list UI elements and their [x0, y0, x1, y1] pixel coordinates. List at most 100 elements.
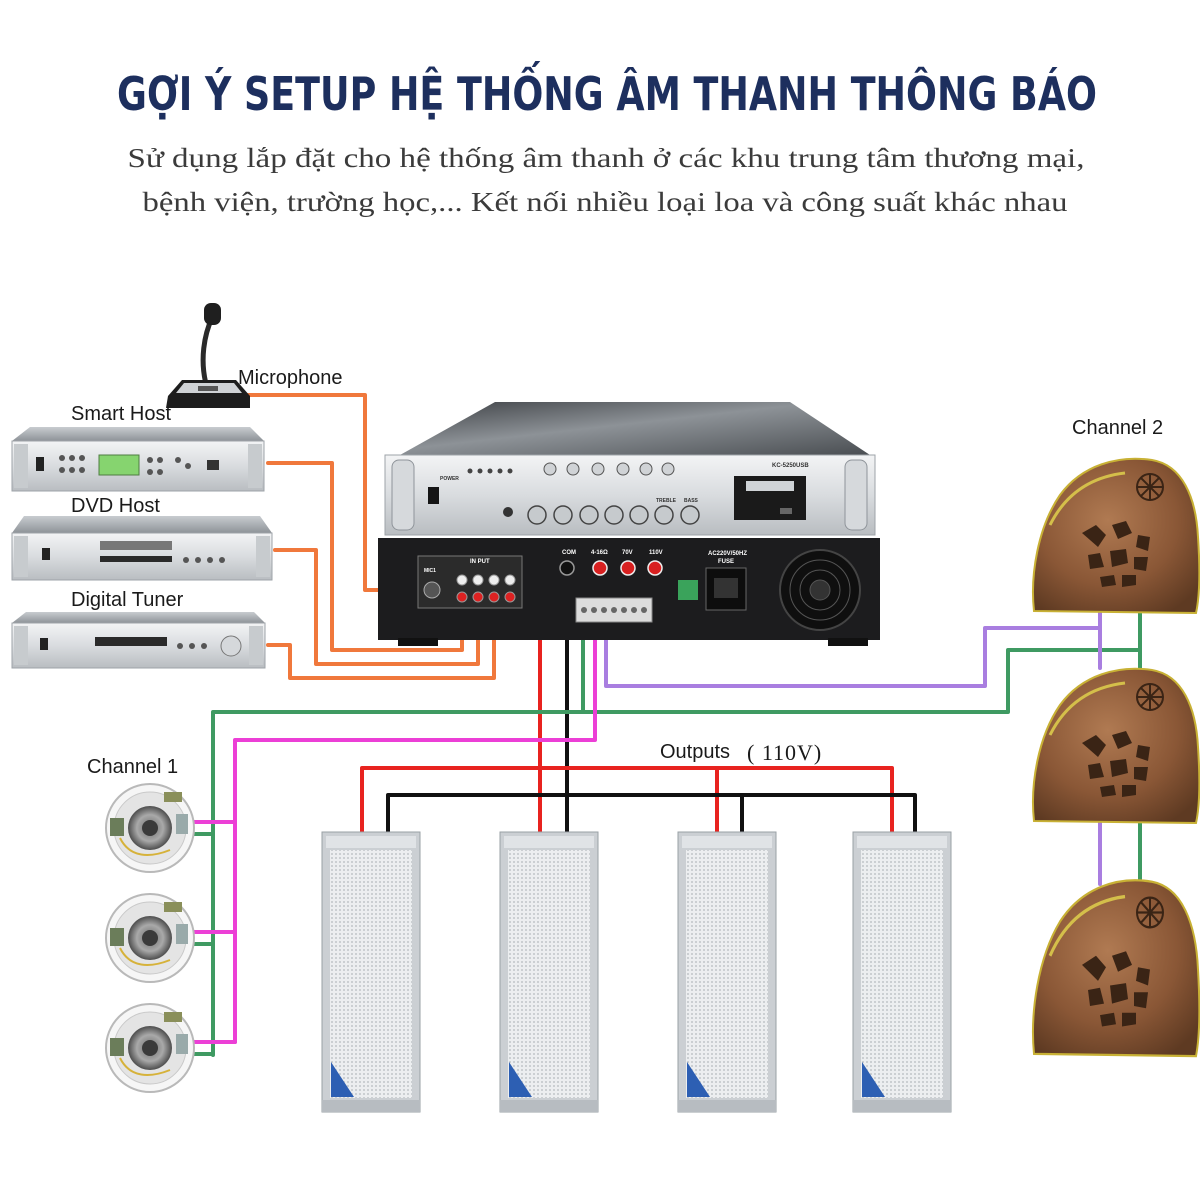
- screw: [611, 607, 617, 613]
- button: [219, 557, 225, 563]
- grill-hole: [1088, 763, 1104, 779]
- internal-wiring: [119, 1057, 171, 1076]
- knob: [629, 505, 649, 525]
- usb-slot: [780, 508, 792, 514]
- wire-dvd-host-input: [273, 548, 480, 666]
- usb-port: [207, 460, 219, 470]
- grill-hole: [1082, 955, 1106, 981]
- usb-player-display: [746, 481, 794, 491]
- led: [467, 468, 473, 474]
- model-label: KC-5250USB: [772, 463, 809, 469]
- rack-ear-left: [14, 444, 28, 488]
- transformer: [110, 818, 124, 836]
- grill-hole: [1100, 575, 1116, 587]
- label-microphone: Microphone: [238, 367, 343, 389]
- column-speaker: [852, 831, 952, 1113]
- wire-outputs-negative-bus: [386, 793, 917, 840]
- cooling-fan-icon: [779, 549, 861, 631]
- input-label: IN PUT: [470, 559, 490, 565]
- terminal-label-110v: 110V: [649, 550, 663, 556]
- smart-host-device: [11, 427, 265, 492]
- button: [59, 467, 65, 473]
- knob: [639, 462, 653, 476]
- rock-grill: [1082, 521, 1150, 587]
- grill-hole: [1110, 759, 1128, 777]
- transformer: [110, 928, 124, 946]
- power-switch: [36, 457, 44, 471]
- rca-red: [472, 591, 484, 603]
- handle-right: [844, 459, 868, 531]
- tuning-knob: [220, 635, 242, 657]
- column-badge: [509, 1062, 532, 1097]
- button: [147, 469, 153, 475]
- strip-screws: [581, 607, 647, 613]
- screw: [621, 607, 627, 613]
- speaker-terminal: [176, 1034, 188, 1054]
- rock-grill: [1082, 731, 1150, 797]
- knob: [604, 505, 624, 525]
- button: [147, 457, 153, 463]
- label-outputs: Outputs: [660, 741, 730, 763]
- grill-hole: [1122, 575, 1136, 587]
- microphone-head-icon: [204, 303, 221, 325]
- terminal-com: [559, 560, 575, 576]
- power-socket-inner: [714, 578, 738, 598]
- label-channel-2: Channel 2: [1072, 417, 1163, 439]
- speaker-bracket: [164, 792, 182, 802]
- speaker-terminal: [176, 814, 188, 834]
- knob: [566, 462, 580, 476]
- button: [195, 557, 201, 563]
- speaker-bracket: [164, 902, 182, 912]
- rock-grill: [1082, 951, 1150, 1027]
- microphone: [166, 303, 250, 408]
- button: [183, 557, 189, 563]
- column-grille: [686, 850, 768, 1098]
- column-top-cap: [857, 836, 947, 848]
- grill-hole: [1134, 992, 1148, 1009]
- microphone-button: [198, 386, 218, 391]
- rca-white: [472, 574, 484, 586]
- knob: [654, 505, 674, 525]
- power-switch: [40, 638, 48, 650]
- speaker-terminal: [176, 924, 188, 944]
- label-outputs-voltage: ( 110V): [747, 740, 822, 765]
- column-badge: [331, 1062, 354, 1097]
- column-top-cap: [682, 836, 772, 848]
- foot-left: [398, 638, 438, 646]
- rca-white: [488, 574, 500, 586]
- input-panel: [417, 555, 523, 609]
- wheel-spokes: [1137, 684, 1163, 710]
- speaker-dustcap: [142, 1040, 158, 1056]
- label-dvd-host: DVD Host: [71, 495, 160, 517]
- knob: [527, 505, 547, 525]
- button: [201, 643, 207, 649]
- grill-hole: [1110, 983, 1128, 1004]
- wire-green-bus: [211, 648, 1142, 1057]
- button: [175, 457, 181, 463]
- label-channel-1: Channel 1: [87, 756, 178, 778]
- terminal-70v: [620, 560, 636, 576]
- knob: [553, 505, 573, 525]
- button: [157, 457, 163, 463]
- screw: [601, 607, 607, 613]
- subtitle-line-1: Sử dụng lắp đặt cho hệ thống âm thanh ở …: [128, 143, 1085, 173]
- wire-purple-channel-2: [604, 616, 1102, 688]
- terminal-label-70v: 70V: [622, 550, 633, 556]
- wheel-spokes: [1137, 897, 1163, 928]
- grill-hole: [1082, 735, 1106, 757]
- label-digital-tuner: Digital Tuner: [71, 589, 184, 611]
- handle-left: [391, 459, 415, 531]
- disc-slot: [100, 556, 172, 562]
- label-smart-host: Smart Host: [71, 403, 171, 425]
- rock-speaker: [1032, 879, 1200, 1058]
- terminal-4-16: [592, 560, 608, 576]
- grill-hole: [1082, 525, 1106, 547]
- device-top: [12, 612, 265, 623]
- column-speaker: [677, 831, 777, 1113]
- led: [487, 468, 493, 474]
- mic1-label: MIC1: [424, 568, 436, 574]
- ac-power-label: AC220V/50HZ: [708, 551, 747, 557]
- digital-tuner-device: [11, 612, 266, 669]
- wheel-spokes: [1137, 474, 1163, 500]
- fan-grill: [799, 569, 841, 611]
